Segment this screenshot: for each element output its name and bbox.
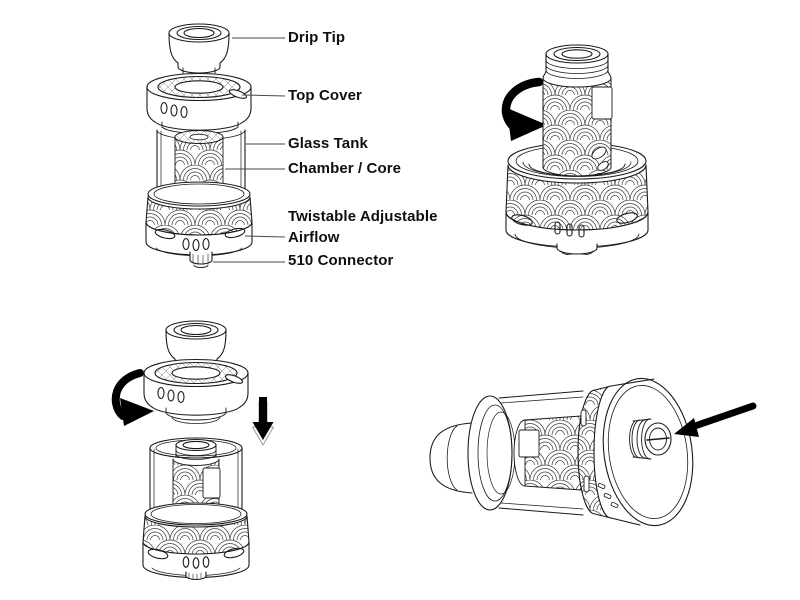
figure-reassembly	[110, 315, 315, 585]
drip-tip-part	[429, 422, 473, 494]
chamber-core-exposed	[542, 44, 612, 79]
510-connector-part	[185, 571, 207, 581]
twist-counterclockwise-arrow-icon	[499, 75, 551, 146]
510-connector-part	[189, 251, 213, 268]
chamber-core-part	[174, 130, 224, 194]
figure-side-510-view	[395, 360, 770, 550]
airflow-base-part	[145, 181, 253, 257]
label-top-cover: Top Cover	[288, 87, 362, 104]
tank-reassembly-drawing	[110, 320, 274, 581]
label-chamber-core: Chamber / Core	[288, 160, 402, 177]
pointer-arrow-icon	[674, 402, 757, 437]
glass-tank-part	[498, 390, 584, 516]
figure-top-cover-removed	[495, 20, 685, 255]
airflow-base-part	[142, 502, 250, 579]
label-drip-tip: Drip Tip	[288, 29, 346, 46]
down-arrow-icon	[252, 397, 274, 446]
tank-open-drawing	[499, 44, 649, 255]
figure-tank-assembled-labeled	[120, 15, 270, 270]
label-glass-tank: Glass Tank	[288, 135, 368, 152]
base-face-part	[597, 377, 694, 527]
chamber-core-body	[542, 77, 613, 177]
top-cover-part	[146, 72, 252, 135]
airflow-base-part	[505, 161, 649, 255]
label-twistable-airflow: Twistable Adjustable Airflow	[288, 208, 438, 246]
airflow-ring-part	[577, 385, 612, 519]
top-cover-part	[143, 358, 249, 424]
510-connector-part	[629, 418, 672, 460]
twist-counterclockwise-arrow-icon	[110, 366, 158, 431]
top-cover-part	[467, 395, 516, 511]
tank-side-drawing	[429, 377, 757, 527]
drip-tip-part	[168, 23, 230, 76]
tank-assembled-drawing	[145, 23, 253, 268]
label-510-connector: 510 Connector	[288, 252, 394, 269]
